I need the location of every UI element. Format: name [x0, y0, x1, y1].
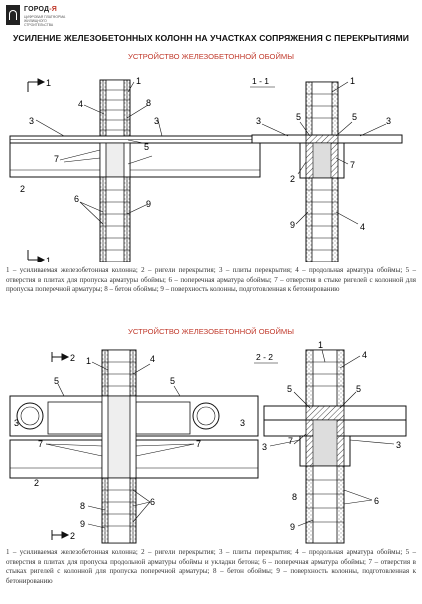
callout-1: 1 [136, 76, 141, 86]
callout-8: 8 [146, 98, 151, 108]
cut2-callout-4: 4 [362, 350, 367, 360]
cut-callout-7: 7 [350, 160, 355, 170]
s2-callout-1: 1 [86, 356, 91, 366]
s2-callout-4: 4 [150, 354, 155, 364]
section-label: 1 - 1 [252, 76, 269, 86]
s2-callout-3-left: 3 [14, 418, 19, 428]
section-mark-bottom: 1 [46, 256, 51, 262]
s2-callout-9: 9 [80, 519, 85, 529]
section1-subtitle: УСТРОЙСТВО ЖЕЛЕЗОБЕТОННОЙ ОБОЙМЫ [128, 52, 294, 61]
brand-logo: ГОРОД-Я ЦИФРОВАЯ ПЛАТФОРМА ЖИЛИЩНОГО СТР… [6, 5, 76, 27]
callout-2: 2 [20, 184, 25, 194]
section2-drawing: 2 2 1 2 3 3 4 5 5 6 7 7 8 9 2 - 2 [9, 340, 407, 544]
cut2-callout-8: 8 [292, 492, 297, 502]
section1-cut: 1 - 1 1 2 3 3 [250, 76, 403, 262]
cut2-callout-5-right: 5 [356, 384, 361, 394]
beam-right [129, 142, 261, 178]
section2-mark-bottom: 2 [70, 531, 75, 541]
section1-drawing: 1 1 1 2 3 3 4 5 6 7 8 9 1 - 1 [9, 76, 403, 262]
cut-callout-3-left: 3 [256, 116, 261, 126]
cut2-callout-7: 7 [288, 436, 293, 446]
cut-callout-3-right: 3 [386, 116, 391, 126]
section2-caption: 1 – усиливаемая железобетонная колонна; … [6, 548, 416, 585]
column-upper [105, 79, 125, 145]
s2-callout-7-right: 7 [196, 439, 201, 449]
section2-mark-top: 2 [70, 353, 75, 363]
callout-6: 6 [74, 194, 79, 204]
s2-callout-5-left: 5 [54, 376, 59, 386]
cut2-callout-6: 6 [374, 496, 379, 506]
callout-3-left: 3 [29, 116, 34, 126]
cut-callout-1: 1 [350, 76, 355, 86]
cut-callout-4: 4 [360, 222, 365, 232]
cut2-callout-9: 9 [290, 522, 295, 532]
s2-callout-7-left: 7 [38, 439, 43, 449]
section2-label: 2 - 2 [256, 352, 273, 362]
callout-9: 9 [146, 199, 151, 209]
s2-callout-5-right: 5 [170, 376, 175, 386]
section-mark-top: 1 [46, 78, 51, 88]
page-title: УСИЛЕНИЕ ЖЕЛЕЗОБЕТОННЫХ КОЛОНН НА УЧАСТК… [12, 33, 410, 43]
cut2-callout-3-left: 3 [262, 442, 267, 452]
section1-elevation: 1 1 1 2 3 3 4 5 6 7 8 9 [9, 76, 261, 262]
cut2-callout-3-right: 3 [396, 440, 401, 450]
cut-callout-2: 2 [290, 174, 295, 184]
logo-name: ГОРОД-Я [24, 6, 58, 13]
s2-callout-8: 8 [80, 501, 85, 511]
callout-3-right: 3 [154, 116, 159, 126]
callout-5: 5 [144, 142, 149, 152]
s2-callout-3-right: 3 [240, 418, 245, 428]
s2-callout-6: 6 [150, 497, 155, 507]
section2-cut: 2 - 2 1 4 5 5 [254, 340, 407, 544]
cut-callout-5-right: 5 [352, 112, 357, 122]
section2-elevation: 2 2 1 2 3 3 4 5 5 6 7 7 8 9 [9, 349, 259, 544]
cut-callout-5-left: 5 [296, 112, 301, 122]
column-lower [105, 176, 125, 262]
cut2-callout-5-left: 5 [287, 384, 292, 394]
cut-callout-9: 9 [290, 220, 295, 230]
section1-caption: 1 – усиливаемая железобетонная колонна; … [6, 266, 416, 294]
logo-mark-icon [6, 5, 20, 25]
callout-7: 7 [54, 154, 59, 164]
logo-subtitle: ЦИФРОВАЯ ПЛАТФОРМА ЖИЛИЩНОГО СТРОИТЕЛЬСТ… [24, 15, 66, 27]
section2-subtitle: УСТРОЙСТВО ЖЕЛЕЗОБЕТОННОЙ ОБОЙМЫ [128, 327, 294, 336]
callout-4: 4 [78, 99, 83, 109]
s2-callout-2: 2 [34, 478, 39, 488]
cut2-callout-1: 1 [318, 340, 323, 350]
